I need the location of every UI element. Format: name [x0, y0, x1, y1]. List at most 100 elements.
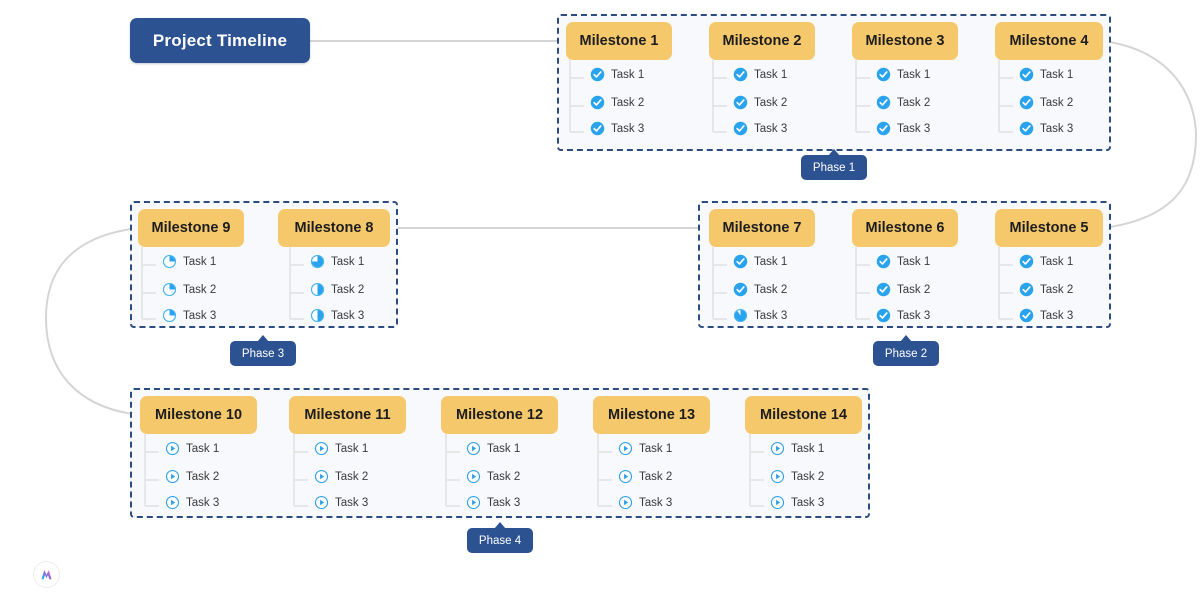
task-label: Task 1	[487, 442, 521, 455]
task-label: Task 3	[183, 309, 217, 322]
task-item[interactable]: Task 1	[466, 441, 520, 456]
milestone-box[interactable]: Milestone 8	[278, 209, 390, 247]
task-item[interactable]: Task 3	[733, 121, 787, 136]
task-label: Task 1	[183, 255, 217, 268]
check-circle-icon	[1019, 67, 1034, 82]
task-item[interactable]: Task 2	[733, 95, 787, 110]
task-item[interactable]: Task 2	[876, 282, 930, 297]
task-item[interactable]: Task 2	[590, 95, 644, 110]
milestone-box[interactable]: Milestone 11	[289, 396, 406, 434]
page-title: Project Timeline	[130, 18, 310, 63]
task-item[interactable]: Task 1	[310, 254, 364, 269]
task-item[interactable]: Task 3	[876, 121, 930, 136]
task-item[interactable]: Task 2	[314, 469, 368, 484]
task-item[interactable]: Task 3	[770, 495, 824, 510]
play-circle-icon	[770, 469, 785, 484]
task-item[interactable]: Task 3	[162, 308, 216, 323]
task-label: Task 2	[754, 283, 788, 296]
task-tree-connector	[569, 60, 584, 133]
task-tree-connector	[998, 247, 1013, 320]
task-item[interactable]: Task 1	[165, 441, 219, 456]
task-item[interactable]: Task 2	[733, 282, 787, 297]
task-item[interactable]: Task 2	[1019, 95, 1073, 110]
task-item[interactable]: Task 1	[1019, 254, 1073, 269]
check-circle-icon	[1019, 95, 1034, 110]
task-tree-connector	[855, 247, 870, 320]
task-item[interactable]: Task 3	[165, 495, 219, 510]
task-item[interactable]: Task 1	[876, 67, 930, 82]
task-item[interactable]: Task 2	[466, 469, 520, 484]
task-label: Task 2	[897, 283, 931, 296]
task-item[interactable]: Task 3	[310, 308, 364, 323]
task-item[interactable]: Task 1	[770, 441, 824, 456]
milestone-box[interactable]: Milestone 2	[709, 22, 815, 60]
milestone-box[interactable]: Milestone 13	[593, 396, 710, 434]
task-item[interactable]: Task 3	[1019, 308, 1073, 323]
task-tree-connector	[445, 434, 460, 507]
task-item[interactable]: Task 1	[876, 254, 930, 269]
task-label: Task 3	[791, 496, 825, 509]
play-circle-icon	[618, 469, 633, 484]
task-label: Task 3	[1040, 309, 1074, 322]
task-item[interactable]: Task 1	[733, 67, 787, 82]
task-label: Task 2	[331, 283, 365, 296]
task-label: Task 2	[639, 470, 673, 483]
pie-progress-icon	[162, 308, 177, 323]
phase-badge[interactable]: Phase 2	[873, 335, 939, 366]
task-item[interactable]: Task 1	[314, 441, 368, 456]
task-tree-connector	[998, 60, 1013, 133]
phase-badge[interactable]: Phase 3	[230, 335, 296, 366]
task-label: Task 1	[1040, 68, 1074, 81]
task-item[interactable]: Task 2	[770, 469, 824, 484]
play-circle-icon	[618, 441, 633, 456]
milestone-box[interactable]: Milestone 9	[138, 209, 244, 247]
task-item[interactable]: Task 1	[590, 67, 644, 82]
task-label: Task 1	[611, 68, 645, 81]
task-item[interactable]: Task 2	[1019, 282, 1073, 297]
task-item[interactable]: Task 3	[618, 495, 672, 510]
milestone-box[interactable]: Milestone 3	[852, 22, 958, 60]
task-label: Task 3	[754, 309, 788, 322]
task-item[interactable]: Task 2	[876, 95, 930, 110]
task-label: Task 3	[1040, 122, 1074, 135]
task-tree-connector	[749, 434, 764, 507]
task-item[interactable]: Task 2	[310, 282, 364, 297]
task-tree-connector	[712, 60, 727, 133]
brand-logo	[33, 561, 60, 588]
milestone-box[interactable]: Milestone 12	[441, 396, 558, 434]
task-label: Task 1	[791, 442, 825, 455]
task-label: Task 1	[754, 255, 788, 268]
phase-badge[interactable]: Phase 4	[467, 522, 533, 553]
milestone-box[interactable]: Milestone 10	[140, 396, 257, 434]
task-label: Task 2	[897, 96, 931, 109]
play-circle-icon	[618, 495, 633, 510]
check-circle-icon	[590, 95, 605, 110]
task-label: Task 1	[639, 442, 673, 455]
task-item[interactable]: Task 3	[466, 495, 520, 510]
task-item[interactable]: Task 1	[1019, 67, 1073, 82]
task-label: Task 2	[335, 470, 369, 483]
milestone-box[interactable]: Milestone 7	[709, 209, 815, 247]
task-item[interactable]: Task 3	[1019, 121, 1073, 136]
task-item[interactable]: Task 3	[876, 308, 930, 323]
phase-badge[interactable]: Phase 1	[801, 149, 867, 180]
milestone-box[interactable]: Milestone 1	[566, 22, 672, 60]
task-item[interactable]: Task 2	[165, 469, 219, 484]
task-item[interactable]: Task 2	[162, 282, 216, 297]
task-item[interactable]: Task 1	[733, 254, 787, 269]
pie-progress-icon	[162, 282, 177, 297]
task-item[interactable]: Task 3	[314, 495, 368, 510]
check-circle-icon	[590, 67, 605, 82]
milestone-box[interactable]: Milestone 6	[852, 209, 958, 247]
task-label: Task 3	[754, 122, 788, 135]
task-item[interactable]: Task 2	[618, 469, 672, 484]
milestone-box[interactable]: Milestone 4	[995, 22, 1103, 60]
task-item[interactable]: Task 1	[162, 254, 216, 269]
milestone-box[interactable]: Milestone 14	[745, 396, 862, 434]
task-item[interactable]: Task 1	[618, 441, 672, 456]
task-label: Task 2	[186, 470, 220, 483]
task-item[interactable]: Task 3	[590, 121, 644, 136]
task-item[interactable]: Task 3	[733, 308, 787, 323]
milestone-box[interactable]: Milestone 5	[995, 209, 1103, 247]
